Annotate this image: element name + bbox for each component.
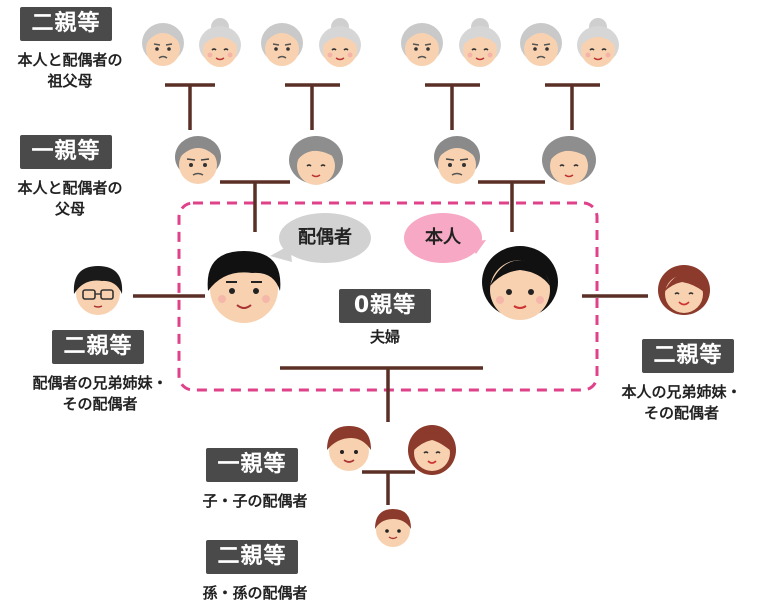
self-father-icon [433, 135, 481, 185]
grandparents-degree-badge: 二親等 [20, 7, 112, 41]
parents-caption: 本人と配偶者の 父母 [0, 178, 140, 220]
grandchildren-caption: 孫・孫の配偶者 [202, 584, 308, 602]
self-grandfather-maternal-icon [519, 22, 563, 67]
children-caption: 子・子の配偶者 [202, 492, 308, 510]
child-icon [326, 425, 372, 472]
child-spouse-icon [407, 424, 457, 476]
self-bubble-shape [404, 213, 486, 263]
spouse-bubble-shape [270, 213, 371, 263]
couple-caption: 夫婦 [369, 328, 400, 346]
self-grandmother-icon [458, 17, 502, 68]
grandchildren-degree-badge: 二親等 [206, 540, 298, 574]
couple-degree-badge: 0親等 [339, 289, 431, 323]
parents-caption-line2: 父母 [54, 200, 85, 218]
grandparents-caption-line2: 祖父母 [47, 72, 93, 90]
spouse-grandfather-maternal-icon [260, 22, 304, 67]
spouse-grandmother-icon [198, 17, 242, 68]
self-siblings-caption: 本人の兄弟姉妹・ その配偶者 [604, 382, 759, 424]
spouse-siblings-caption: 配偶者の兄弟姉妹・ その配偶者 [0, 373, 200, 415]
spouse-bubble-label: 配偶者 [298, 227, 352, 248]
spouse-siblings-caption-line2: その配偶者 [62, 395, 138, 413]
self-sibling-icon [657, 264, 711, 316]
parents-degree-badge: 一親等 [20, 135, 112, 169]
spouse-sibling-icon [73, 265, 123, 316]
spouse-mother-icon [288, 135, 344, 186]
self-siblings-caption-line1: 本人の兄弟姉妹・ [621, 383, 742, 401]
self-icon [481, 245, 559, 321]
spouse-icon [206, 250, 282, 324]
spouse-siblings-degree-badge: 二親等 [52, 330, 144, 364]
spouse-siblings-caption-line1: 配偶者の兄弟姉妹・ [32, 374, 168, 392]
connector-lines [133, 83, 648, 505]
grandchild-icon [374, 508, 412, 548]
spouse-grandfather-icon [141, 22, 185, 67]
grandparents-caption-line1: 本人と配偶者の [17, 51, 123, 69]
self-grandmother-maternal-icon [576, 17, 620, 68]
spouse-father-icon [174, 135, 222, 185]
parents-caption-line1: 本人と配偶者の [17, 179, 123, 197]
self-grandfather-icon [400, 22, 444, 67]
self-siblings-caption-line2: その配偶者 [643, 404, 719, 422]
grandparents-caption: 本人と配偶者の 祖父母 [0, 50, 140, 92]
self-bubble-label: 本人 [425, 227, 461, 248]
spouse-grandmother-maternal-icon [318, 17, 362, 68]
children-degree-badge: 一親等 [206, 448, 298, 482]
self-siblings-degree-badge: 二親等 [642, 339, 734, 373]
self-mother-icon [541, 135, 597, 186]
